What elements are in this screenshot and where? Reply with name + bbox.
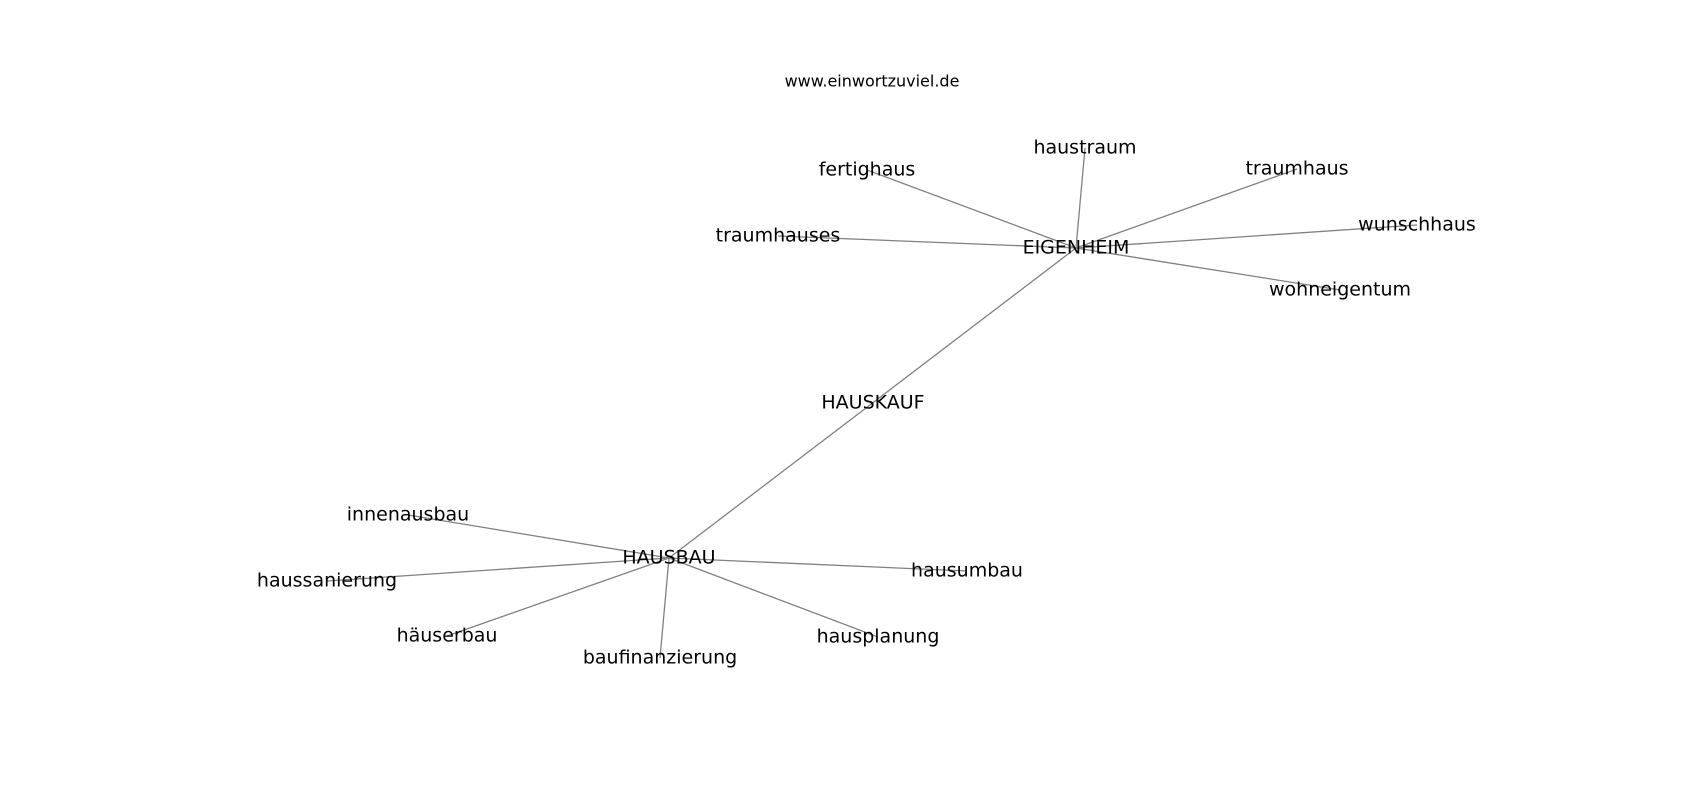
node-wunschhaus: wunschhaus (1358, 214, 1476, 236)
node-wohneigentum: wohneigentum (1269, 279, 1411, 301)
graph-edges (326, 147, 1418, 659)
node-hauskauf: HAUSKAUF (821, 392, 924, 414)
edge-eigenheim-wunschhaus (1075, 224, 1418, 249)
node-hausplanung: hausplanung (817, 626, 940, 648)
node-hausumbau: hausumbau (911, 560, 1023, 582)
node-baufinanzierung: baufinanzierung (583, 647, 737, 669)
node-hausbau: HAUSBAU (622, 547, 715, 569)
edge-hausbau-innenausbau (407, 514, 670, 559)
edge-eigenheim-traumhauses (777, 235, 1077, 249)
node-fertighaus: fertighaus (819, 159, 916, 181)
node-traumhauses: traumhauses (716, 225, 841, 247)
graph-nodes: HAUSKAUF EIGENHEIM HAUSBAU haustraum fertigh… (257, 137, 1476, 669)
node-eigenheim: EIGENHEIM (1023, 237, 1130, 259)
node-haussanierung: haussanierung (257, 570, 397, 592)
node-hauserbau: häuserbau (397, 625, 498, 647)
edge-hausbau-hausplanung (668, 557, 879, 638)
edge-eigenheim-wohneigentum (1075, 247, 1341, 291)
edge-hausbau-haussanierung (326, 557, 670, 582)
node-innenausbau: innenausbau (347, 504, 469, 526)
edge-eigenheim-fertighaus (866, 169, 1077, 249)
node-traumhaus: traumhaus (1245, 158, 1348, 180)
edge-eigenheim-haustraum (1075, 147, 1086, 249)
edge-hausbau-baufinanzierung (659, 557, 670, 659)
edge-eigenheim-traumhaus (1075, 168, 1298, 249)
edge-hausbau-hausumbau (668, 557, 968, 572)
edge-eigenheim-hausbau (668, 247, 1077, 559)
node-haustraum: haustraum (1033, 137, 1136, 159)
website-label: www.einwortzuviel.de (785, 72, 960, 91)
edge-hausbau-hauserbau (446, 557, 670, 637)
